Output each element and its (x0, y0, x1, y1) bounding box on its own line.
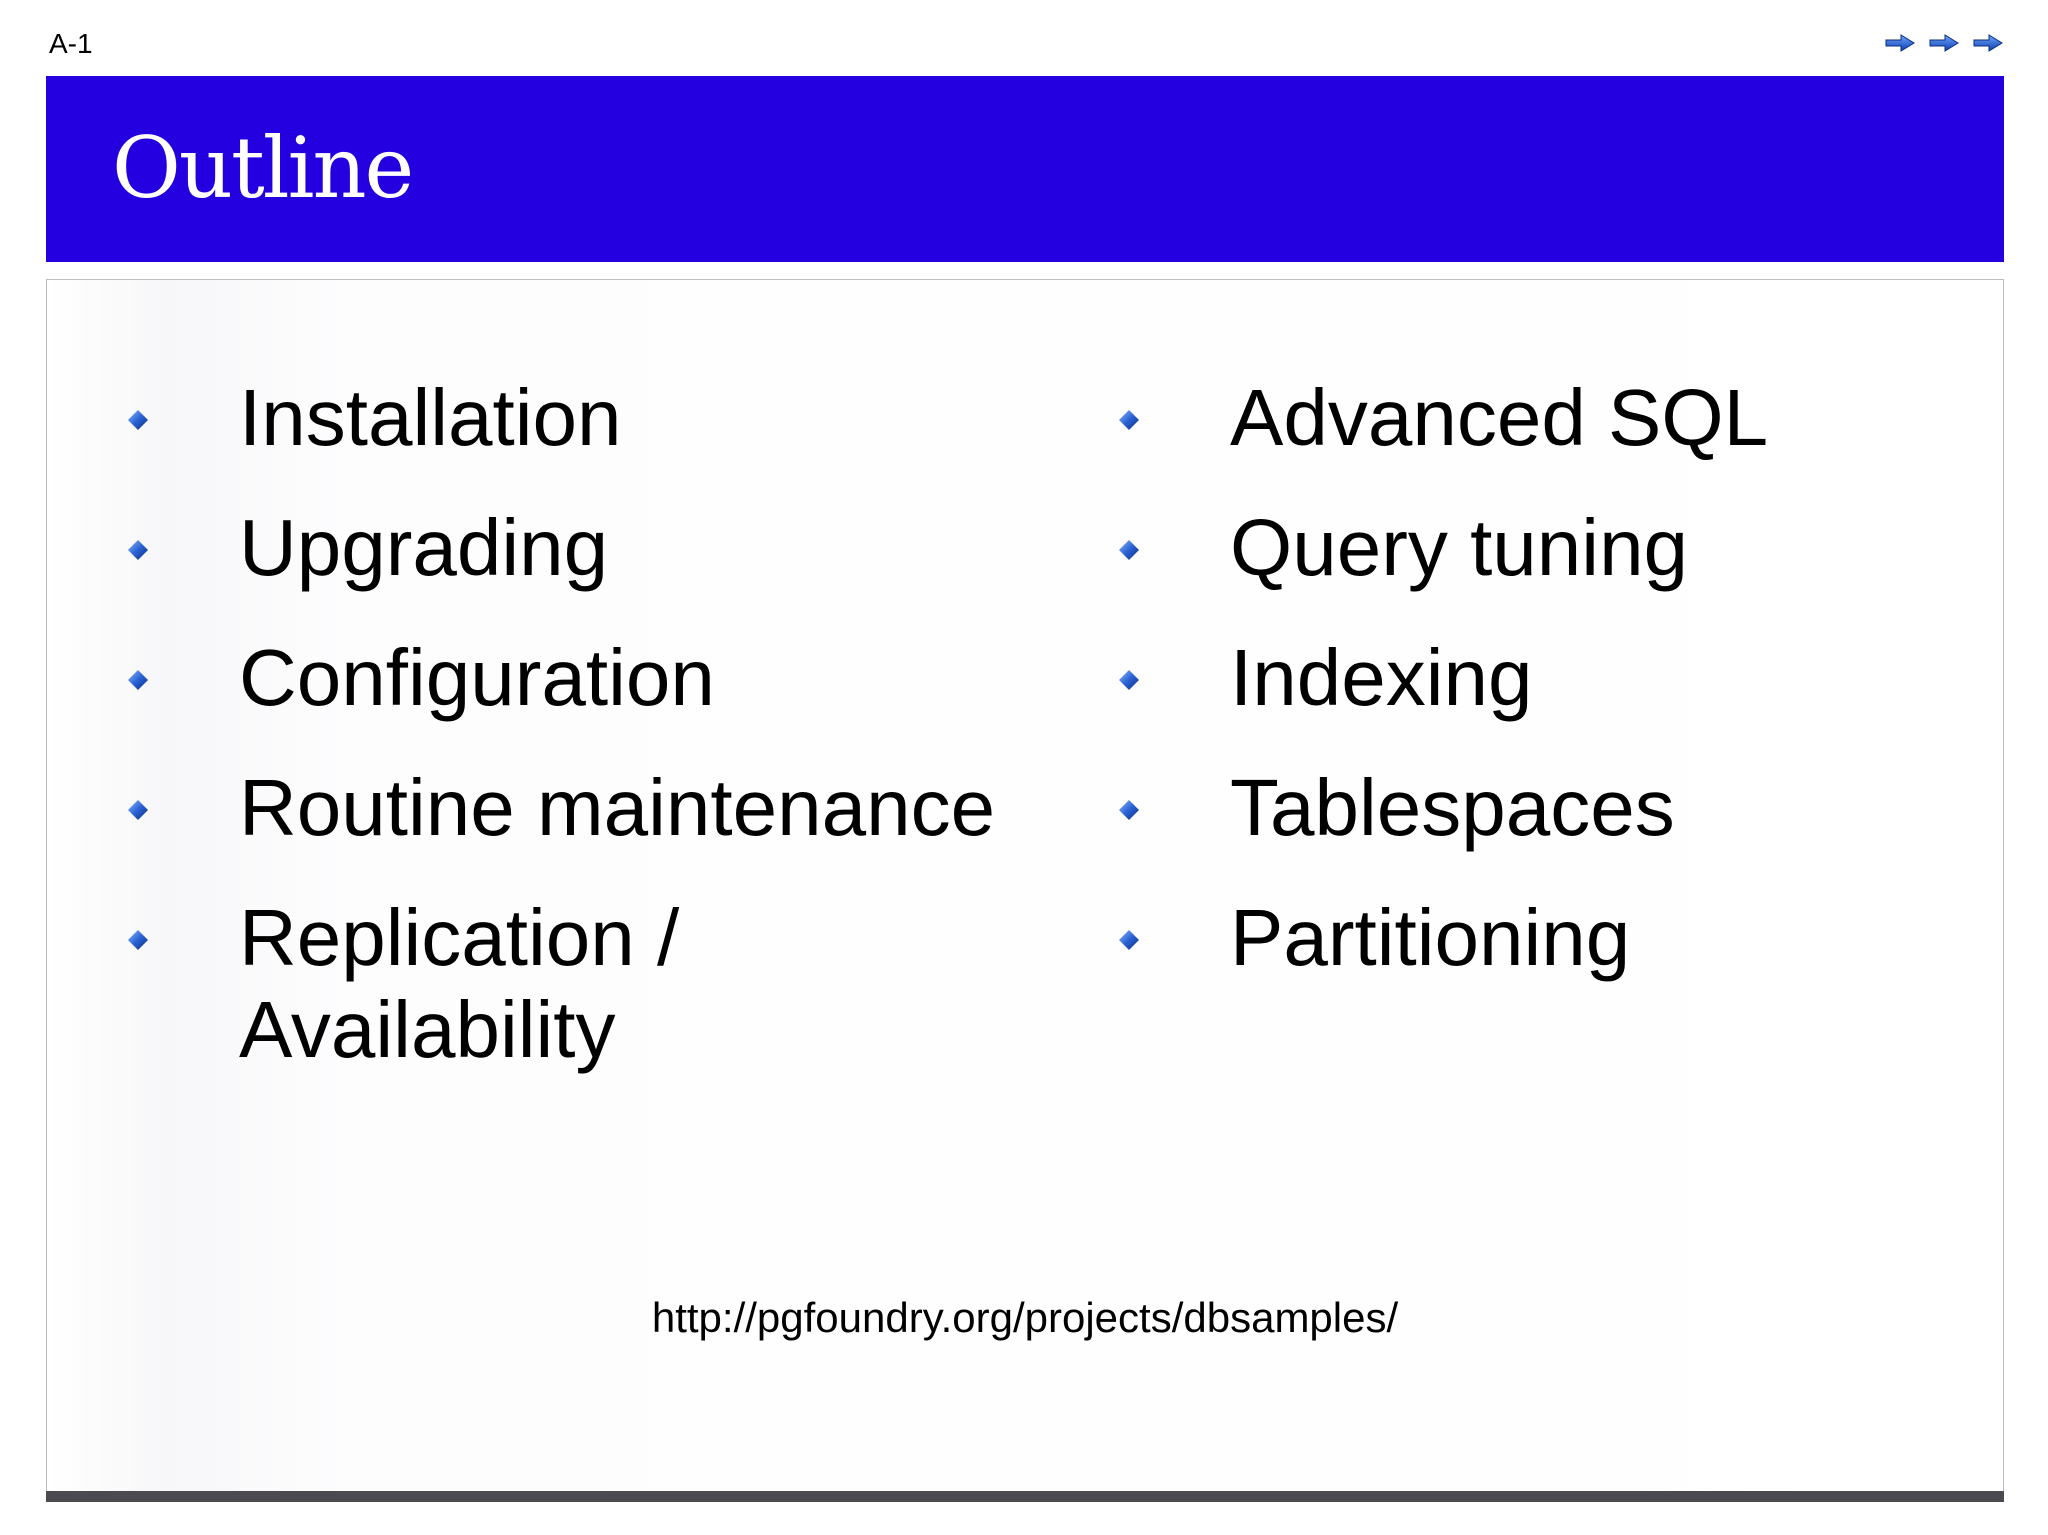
list-item-label: Installation (239, 373, 622, 462)
title-bar: Outline (46, 76, 2004, 262)
list-item-label: Upgrading (239, 503, 609, 592)
arrow-right-icon[interactable] (1972, 33, 2004, 53)
bullet-icon (128, 800, 148, 820)
list-item: Tablespaces (1116, 762, 1966, 854)
outline-list-left: Installation Upgrading Configuration Rou… (125, 372, 1055, 1114)
list-item-label: Indexing (1230, 633, 1533, 722)
project-url: http://pgfoundry.org/projects/dbsamples/ (651, 1294, 1399, 1341)
bullet-icon (128, 670, 148, 690)
bullet-icon (128, 930, 148, 950)
bullet-icon (128, 410, 148, 430)
list-item: Query tuning (1116, 502, 1966, 594)
slide-navigation (1884, 33, 2004, 53)
list-item: Partitioning (1116, 892, 1966, 984)
list-item: Replication / Availability (125, 892, 839, 1076)
list-item: Upgrading (125, 502, 1055, 594)
bottom-rule (46, 1491, 2004, 1502)
list-item: Advanced SQL (1116, 372, 1966, 464)
list-item-label: Query tuning (1230, 503, 1689, 592)
list-item: Indexing (1116, 632, 1966, 724)
list-item-label: Partitioning (1230, 893, 1631, 982)
content-panel: Installation Upgrading Configuration Rou… (46, 279, 2004, 1492)
bullet-icon (1119, 930, 1139, 950)
bullet-icon (1119, 800, 1139, 820)
bullet-icon (128, 540, 148, 560)
list-item-label: Tablespaces (1230, 763, 1675, 852)
bullet-icon (1119, 670, 1139, 690)
slide-title: Outline (112, 119, 414, 217)
page-number-label: A-1 (49, 28, 93, 59)
list-item-label: Replication / Availability (239, 893, 680, 1074)
outline-list-right: Advanced SQL Query tuning Indexing Table… (1116, 372, 1966, 1022)
list-item-label: Advanced SQL (1230, 373, 1769, 462)
arrow-right-icon[interactable] (1884, 33, 1916, 53)
bullet-icon (1119, 410, 1139, 430)
list-item-label: Routine maintenance (239, 763, 996, 852)
list-item-label: Configuration (239, 633, 715, 722)
bullet-icon (1119, 540, 1139, 560)
list-item: Configuration (125, 632, 1055, 724)
list-item: Installation (125, 372, 1055, 464)
list-item: Routine maintenance (125, 762, 1055, 854)
arrow-right-icon[interactable] (1928, 33, 1960, 53)
